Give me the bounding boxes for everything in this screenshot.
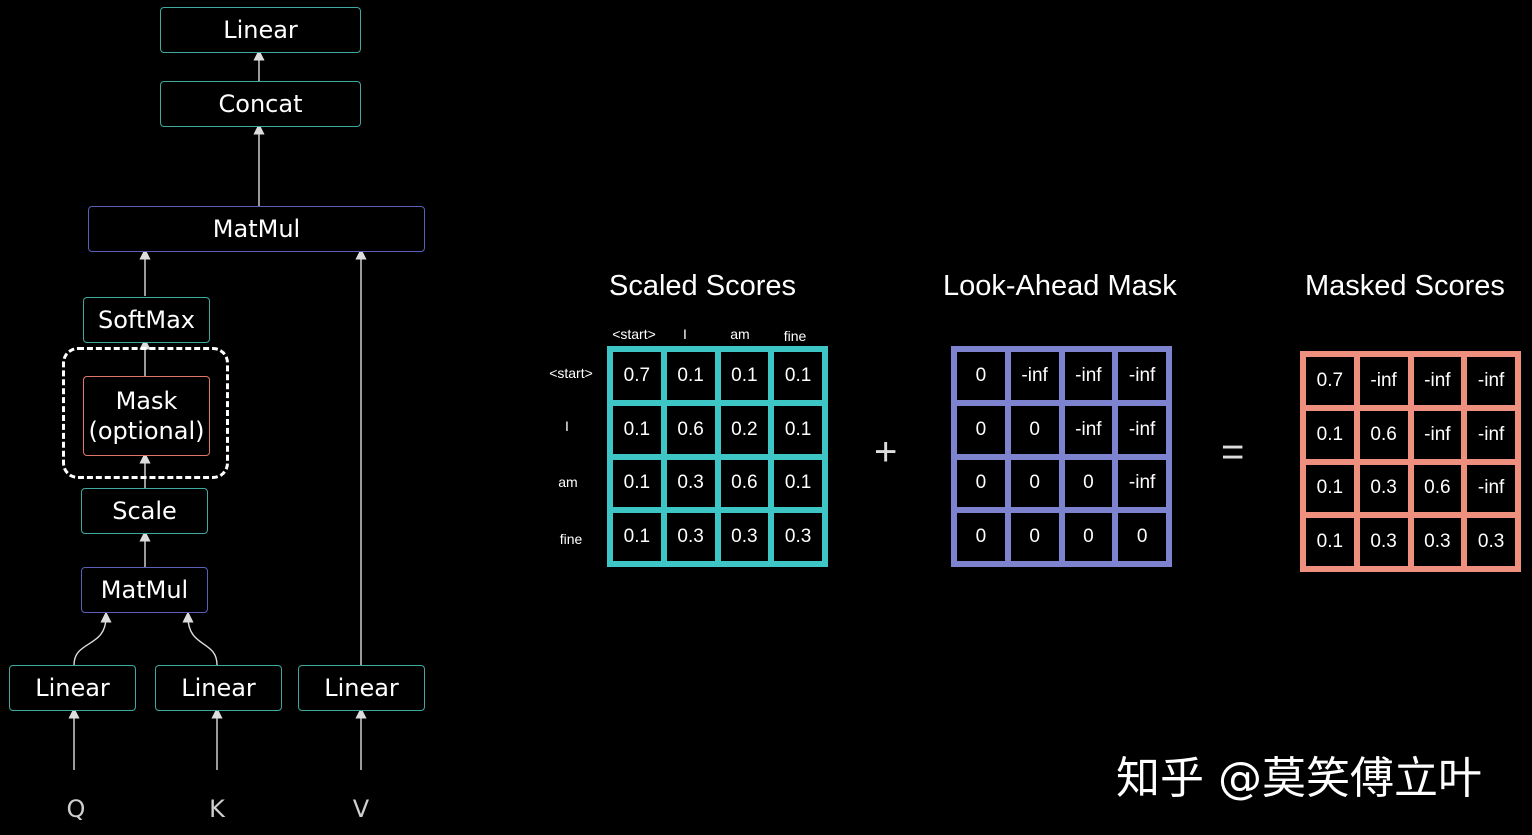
col-label-start: <start> (612, 326, 656, 342)
matrix-cell: -inf (1467, 410, 1515, 459)
linear-top-box: Linear (160, 7, 361, 53)
plus-sign: + (874, 430, 898, 474)
matrix-cell: 0.6 (666, 405, 715, 454)
matrix-cell: 0.3 (774, 513, 822, 561)
matrix-cell: 0.1 (774, 459, 822, 508)
matrix-cell: -inf (1118, 352, 1166, 400)
row-label-fine: fine (559, 531, 583, 547)
mask-dashed-frame (62, 347, 229, 479)
linear-q-box: Linear (9, 665, 136, 711)
input-v-label: V (352, 795, 370, 823)
matrix-cell: 0.1 (666, 352, 715, 400)
matrix-cell: -inf (1413, 357, 1462, 405)
matrix-cell: 0.3 (666, 459, 715, 508)
input-q-label: Q (66, 795, 86, 823)
row-label-i: I (565, 418, 569, 434)
input-k-label: K (209, 795, 225, 823)
linear-v-box: Linear (298, 665, 425, 711)
matrix-cell: 0 (1010, 513, 1059, 561)
col-label-fine: fine (783, 328, 807, 344)
matrix-cell: 0.1 (774, 352, 822, 400)
col-label-i: I (683, 326, 687, 342)
matrix-cell: 0 (1010, 459, 1059, 508)
matrix-cell: 0.6 (720, 459, 769, 508)
matrix-cell: 0 (1010, 405, 1059, 454)
matrix-cell: 0.1 (774, 405, 822, 454)
matrix-cell: -inf (1467, 357, 1515, 405)
matrix-cell: 0.7 (613, 352, 661, 400)
matrix-cell: 0.3 (720, 513, 769, 561)
matrix-cell: 0 (957, 405, 1005, 454)
row-label-am: am (558, 474, 578, 490)
scaled-scores-title: Scaled Scores (609, 270, 796, 302)
masked-scores-title: Masked Scores (1305, 270, 1505, 302)
mask-optional-box: Mask (optional) (83, 376, 210, 456)
matrix-cell: 0 (957, 513, 1005, 561)
matrix-cell: 0.3 (1359, 518, 1408, 566)
matrix-cell: -inf (1010, 352, 1059, 400)
matrix-cell: 0.1 (1306, 410, 1354, 459)
matrix-cell: 0 (1064, 513, 1113, 561)
matrix-cell: 0.1 (613, 405, 661, 454)
matrix-cell: 0.1 (613, 513, 661, 561)
arrow-linear-q-matmul (73, 611, 112, 666)
matrix-cell: -inf (1064, 352, 1113, 400)
matrix-cell: -inf (1467, 464, 1515, 513)
matrix-cell: -inf (1413, 410, 1462, 459)
matrix-cell: 0.3 (1359, 464, 1408, 513)
linear-k-box: Linear (155, 665, 282, 711)
matrix-cell: 0.1 (613, 459, 661, 508)
matmul-top-box: MatMul (88, 206, 425, 252)
arrow-linear-k-matmul (182, 611, 218, 666)
matrix-cell: 0.3 (1413, 518, 1462, 566)
matrix-cell: 0.2 (720, 405, 769, 454)
matrix-cell: 0 (957, 352, 1005, 400)
matrix-cell: -inf (1064, 405, 1113, 454)
look-ahead-mask-title: Look-Ahead Mask (943, 270, 1177, 302)
matrix-cell: 0.7 (1306, 357, 1354, 405)
matrix-cell: 0.6 (1413, 464, 1462, 513)
matrix-cell: -inf (1118, 459, 1166, 508)
equals-sign: = (1221, 430, 1245, 474)
matrix-cell: -inf (1359, 357, 1408, 405)
matrix-cell: 0.6 (1359, 410, 1408, 459)
matrix-cell: -inf (1118, 405, 1166, 454)
scale-box: Scale (81, 488, 208, 534)
matrix-cell: 0 (957, 459, 1005, 508)
softmax-box: SoftMax (83, 297, 210, 343)
matrix-cell: 0.3 (666, 513, 715, 561)
matrix-cell: 0 (1118, 513, 1166, 561)
col-label-am: am (730, 326, 750, 342)
matrix-cell: 0.1 (1306, 518, 1354, 566)
matrix-cell: 0.3 (1467, 518, 1515, 566)
matrix-cell: 0.1 (720, 352, 769, 400)
concat-box: Concat (160, 81, 361, 127)
matrix-cell: 0 (1064, 459, 1113, 508)
matrix-cell: 0.1 (1306, 464, 1354, 513)
matmul-bottom-box: MatMul (81, 567, 208, 613)
watermark: 知乎 @莫笑傅立叶 (1116, 753, 1482, 804)
row-label-start: <start> (549, 365, 593, 381)
